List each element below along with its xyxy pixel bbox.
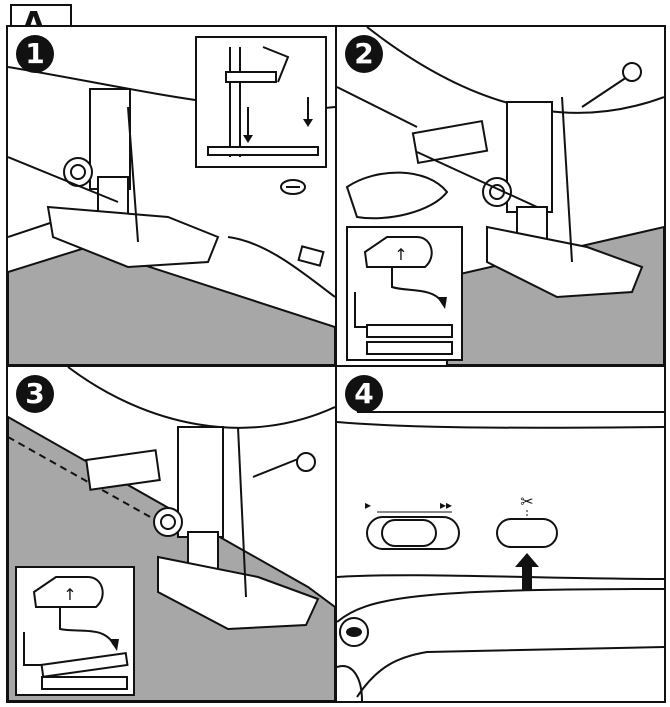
speed-slider-knob (381, 519, 437, 547)
instruction-figure (6, 25, 666, 703)
thread-cutter-button (496, 518, 558, 548)
step-3-badge: 3 (16, 375, 54, 413)
step-2-panel: ↑ 2 (337, 27, 664, 365)
lever-label (363, 236, 433, 268)
presser-foot (486, 225, 644, 299)
step-1-panel: 1 (8, 27, 335, 365)
fabric (8, 245, 335, 365)
speed-fast-icon: ▸▸ (440, 498, 452, 512)
step-1-badge: 1 (16, 35, 54, 73)
step-2-badge: 2 (345, 35, 383, 73)
finger (345, 171, 449, 220)
horizontal-divider (8, 365, 664, 367)
up-arrow-icon: ↑ (394, 245, 407, 264)
presser-foot (157, 555, 320, 631)
step-3-panel: ↑ 3 (8, 367, 335, 701)
speed-slow-icon: ▸ (365, 498, 371, 512)
inset-needle-detail (195, 36, 327, 168)
step-2-illustration: ↑ (337, 27, 664, 365)
turtle-icon (346, 627, 362, 637)
step-4-illustration: ▸ ▸▸ ✂ (337, 411, 664, 701)
vertical-divider (335, 27, 337, 701)
step-4-panel: ▸ ▸▸ ✂ 4 (337, 367, 664, 701)
step-3-illustration: ↑ (8, 367, 335, 701)
presser-foot (46, 205, 220, 269)
scissors-icon: ✂ (520, 492, 533, 511)
up-arrow-icon: ↑ (63, 585, 76, 604)
lever-label (32, 576, 104, 608)
step-1-illustration (8, 36, 335, 365)
press-arrow-icon (515, 553, 539, 591)
stitch-line (8, 436, 169, 528)
step-4-badge: 4 (345, 375, 383, 413)
